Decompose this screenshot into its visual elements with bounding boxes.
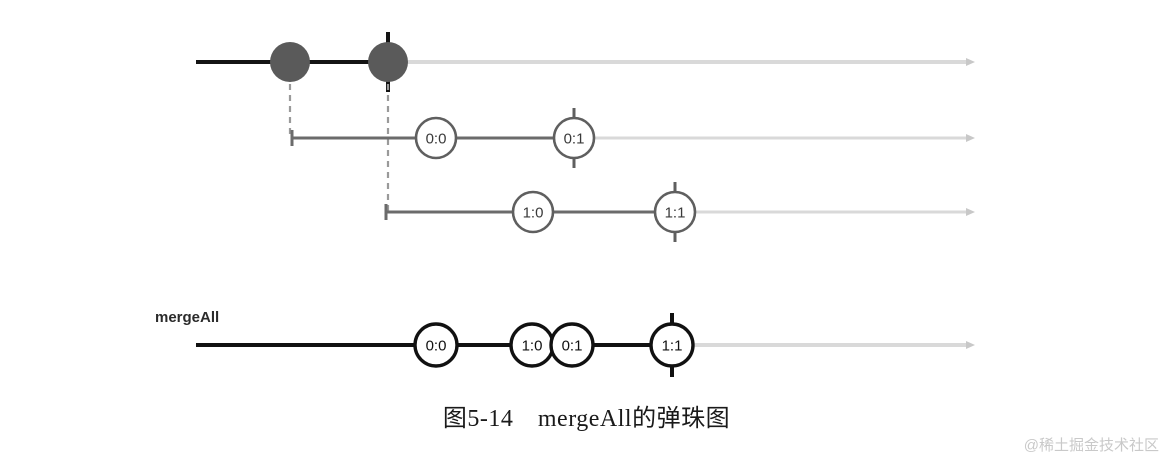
inner-stream-1-marble-1-label: 1:1: [665, 205, 686, 222]
output-stream: mergeAll 0:0 1:0 0:1 1:1: [155, 309, 975, 377]
source-marble-1-disc[interactable]: [368, 42, 408, 82]
inner-stream-1-marble-0-disc[interactable]: [511, 190, 555, 234]
operator-label: mergeAll: [155, 309, 219, 326]
connectors-group: [288, 84, 390, 212]
output-marble-3[interactable]: 1:1: [649, 313, 695, 377]
inner-stream-0: 0:0 0:1: [290, 108, 975, 168]
watermark: @稀土掘金技术社区: [1023, 437, 1159, 454]
output-marble-3-disc[interactable]: [649, 322, 695, 368]
inner-stream-0-marble-0-label: 0:0: [426, 131, 447, 148]
output-marble-0-label: 0:0: [426, 338, 447, 355]
inner-stream-1-marble-1[interactable]: 1:1: [653, 182, 697, 242]
source-stream: [196, 32, 975, 92]
output-marble-0[interactable]: 0:0: [413, 322, 459, 368]
output-marble-3-label: 1:1: [662, 338, 683, 355]
output-marble-1[interactable]: 1:0: [509, 322, 555, 368]
inner-stream-0-marble-1-label: 0:1: [564, 131, 585, 148]
inner-stream-1-marble-0-label: 1:0: [523, 205, 544, 222]
source-marble-0-disc[interactable]: [270, 42, 310, 82]
output-marble-1-label: 1:0: [522, 338, 543, 355]
inner-stream-0-marble-0-disc[interactable]: [414, 116, 458, 160]
output-marble-2[interactable]: 0:1: [549, 322, 595, 368]
source-marble-0[interactable]: [270, 42, 310, 82]
figure-caption: 图5-14 mergeAll的弹珠图: [442, 406, 731, 432]
inner-stream-0-marble-1[interactable]: 0:1: [552, 108, 596, 168]
inner-stream-1-marble-0[interactable]: 1:0: [511, 190, 555, 234]
output-marble-2-disc[interactable]: [549, 322, 595, 368]
output-marble-0-disc[interactable]: [413, 322, 459, 368]
inner-stream-1: 1:0 1:1: [384, 182, 975, 242]
inner-stream-1-marble-1-disc[interactable]: [653, 190, 697, 234]
inner-stream-0-marble-0[interactable]: 0:0: [414, 116, 458, 160]
source-marble-1[interactable]: [368, 32, 408, 92]
inner-stream-0-marble-1-disc[interactable]: [552, 116, 596, 160]
output-marble-2-label: 0:1: [562, 338, 583, 355]
